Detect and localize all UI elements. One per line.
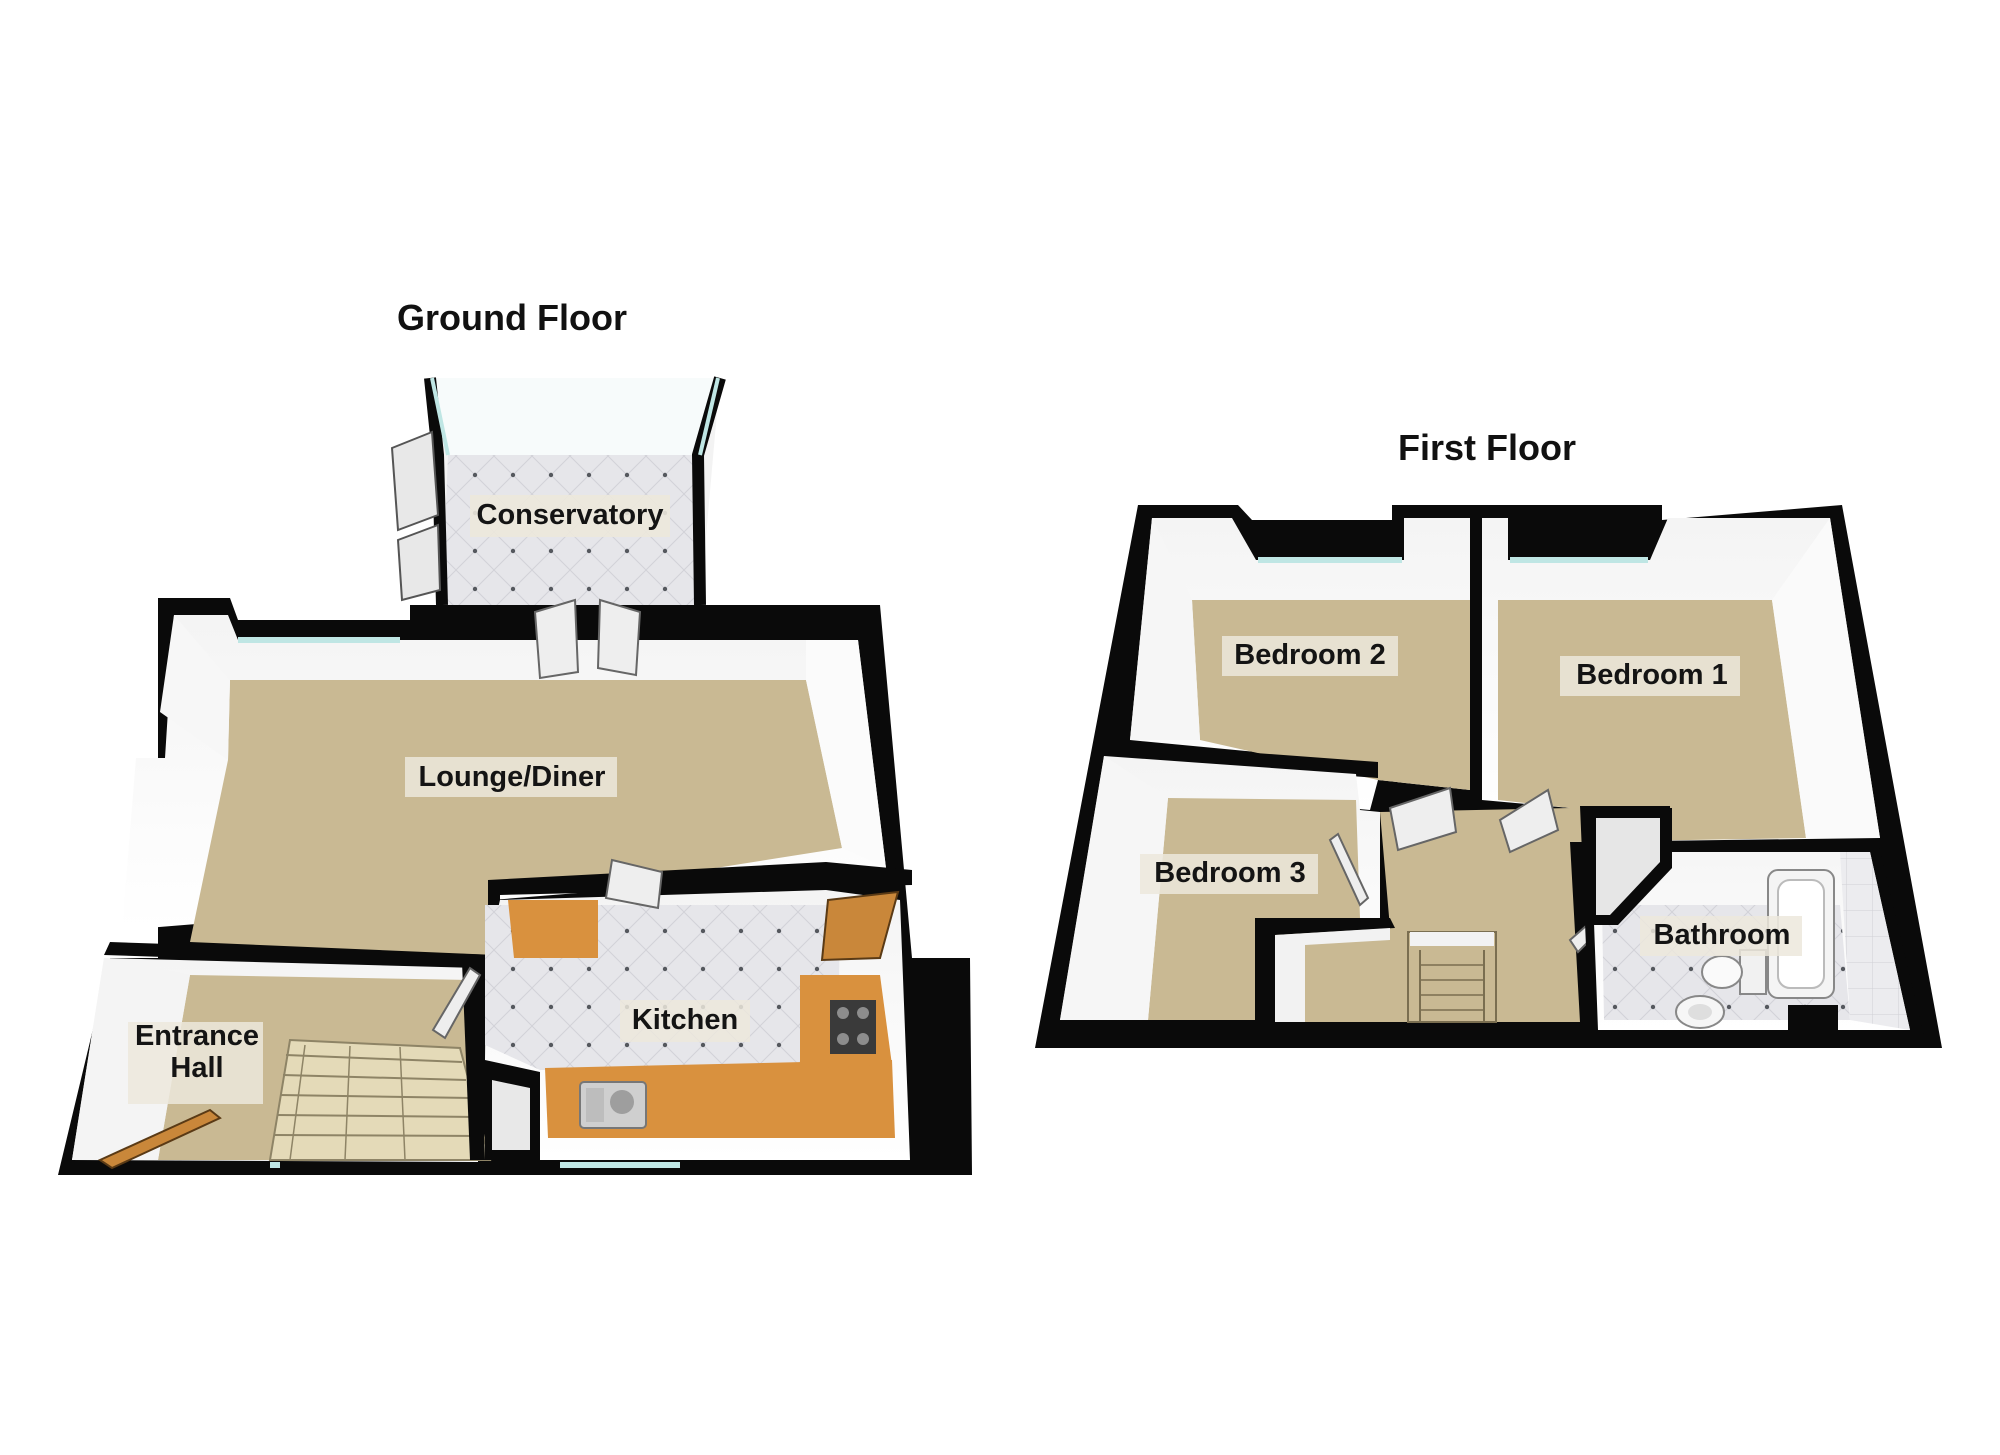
- label-bathroom: Bathroom: [1654, 919, 1791, 951]
- label-bedroom-1: Bedroom 1: [1576, 659, 1727, 691]
- basin-icon: [1675, 995, 1725, 1029]
- sink-icon: [579, 1081, 647, 1129]
- ground-floor-title: Ground Floor: [397, 297, 627, 338]
- bedroom-3-door: [1328, 832, 1370, 907]
- label-kitchen: Kitchen: [632, 1004, 738, 1036]
- room-conservatory: Conservatory: [390, 376, 726, 606]
- label-lounge-diner: Lounge/Diner: [419, 761, 606, 793]
- room-kitchen: Kitchen: [431, 858, 910, 1160]
- lounge-conservatory-doors: [533, 598, 642, 680]
- room-bedroom-3: Bedroom 3: [1060, 756, 1380, 1020]
- label-bedroom-3: Bedroom 3: [1154, 857, 1305, 889]
- toilet-icon: [1701, 949, 1767, 995]
- front-door: [97, 1108, 222, 1170]
- ground-staircase: [268, 1038, 492, 1161]
- bedroom-2-door: [1388, 786, 1458, 852]
- kitchen-worktop-upper: [508, 900, 598, 958]
- first-floor: First Floor Bedroom 2 Bedroom 1: [1035, 427, 1942, 1048]
- conservatory-side-door: [390, 430, 442, 602]
- room-landing: [1255, 786, 1617, 1023]
- first-floor-staircase: [1407, 931, 1497, 1023]
- room-entrance-hall: Entrance Hall: [72, 958, 492, 1170]
- room-bedroom-2: Bedroom 2: [1130, 518, 1470, 810]
- room-lounge-diner: Lounge/Diner: [122, 598, 886, 955]
- label-bedroom-2: Bedroom 2: [1234, 639, 1385, 671]
- kitchen-lounge-door: [604, 858, 664, 910]
- label-entrance-hall-line2: Hall: [170, 1052, 223, 1084]
- hob-icon: [830, 1000, 876, 1054]
- first-floor-title: First Floor: [1398, 427, 1576, 468]
- room-bathroom: Bathroom: [1580, 806, 1925, 1040]
- label-conservatory: Conservatory: [477, 499, 664, 531]
- kitchen-back-door: [820, 890, 900, 962]
- ground-floor: Ground Floor Conservatory: [58, 297, 972, 1175]
- room-bedroom-1: Bedroom 1: [1482, 518, 1880, 842]
- bedroom-1-door: [1498, 788, 1560, 854]
- label-entrance-hall-line1: Entrance: [135, 1020, 259, 1052]
- kitchen-hall-door: [431, 966, 482, 1040]
